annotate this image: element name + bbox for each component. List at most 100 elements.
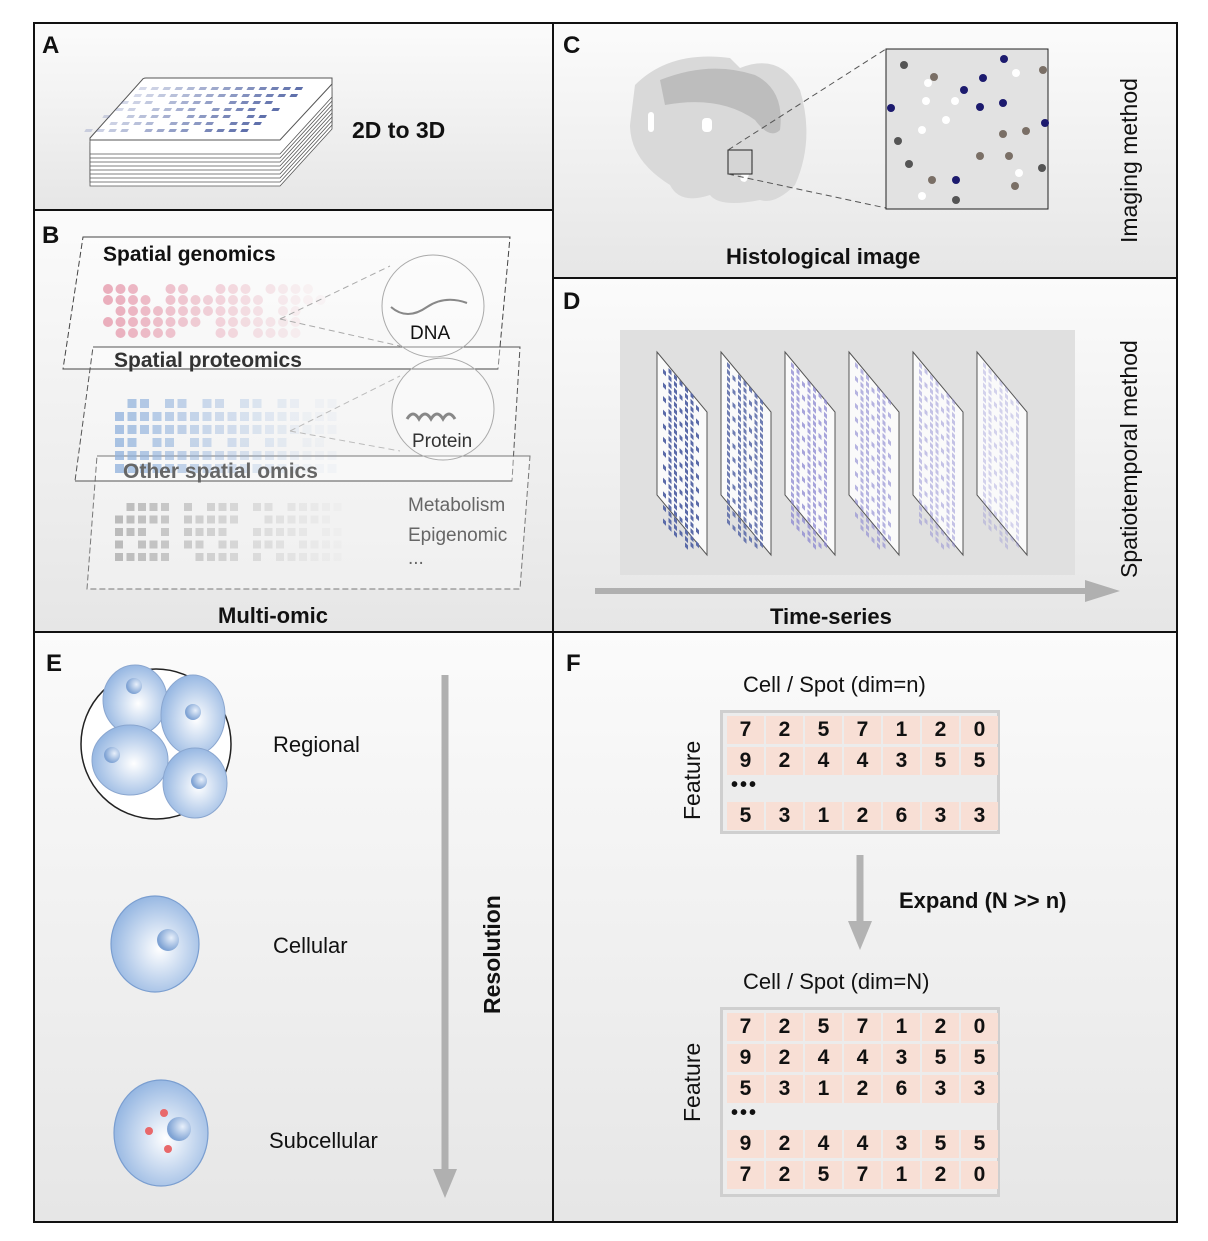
spot [994,401,997,409]
spot [813,440,816,448]
spot [871,495,875,504]
spot [999,488,1003,497]
spot [919,491,922,499]
spot [988,381,992,390]
spot [674,523,677,532]
spot [802,435,805,443]
spot [994,510,997,518]
spot [882,521,886,529]
spot [743,414,747,422]
spot [1005,440,1008,448]
genomic-spot [178,295,188,305]
proteomic-square [227,425,237,434]
matrix-cell: 1 [805,802,842,830]
spot [738,476,741,484]
spot [935,448,939,456]
zoom-line [727,173,887,209]
proteomic-square [127,451,137,460]
proteomic-square [265,451,274,460]
spot [690,446,694,454]
divider-ab [35,209,553,211]
spot [668,442,672,451]
spot [1010,521,1014,529]
proteomic-square [277,425,287,434]
spot [668,524,672,532]
spot [1005,542,1008,550]
proteomic-square [252,412,262,421]
stacked-slices-illustration [84,77,333,187]
spot [877,440,880,448]
spot [952,452,955,460]
other-omics-square [333,528,342,536]
other-omics-square [115,528,123,536]
panel-d-caption: Time-series [770,604,892,629]
spot [732,429,736,437]
spot [668,449,672,458]
spot [871,441,875,449]
spot [754,500,758,509]
spot [743,468,747,476]
spot [760,472,763,481]
spot [888,398,891,406]
spot [679,420,683,429]
other-omics-square [126,515,135,524]
spot [802,421,805,430]
spot [952,398,955,406]
spot [668,415,672,424]
spot [277,94,287,97]
spot [888,438,891,447]
spot [813,426,816,435]
spot [1016,432,1019,440]
spot [690,507,694,516]
spot [919,464,922,472]
spot [796,368,800,376]
spot [807,536,811,544]
genomic-spot [228,284,238,294]
spot [674,516,677,525]
genomic-spot [153,328,163,338]
genomic-spot [128,317,138,327]
level-subcellular: Subcellular [269,1128,378,1153]
spot [743,536,747,544]
spot [813,447,816,455]
spot [727,416,730,424]
spot [271,108,281,111]
spot [824,520,827,528]
spot [690,392,694,400]
spot [668,381,672,390]
spot [994,496,997,504]
spot [743,420,747,429]
spot [668,395,672,403]
panel-b [35,211,553,632]
spot [866,530,869,538]
other-omics-square [207,528,215,536]
spot [674,387,677,396]
spot [749,386,752,394]
spot [145,122,154,125]
spot [696,459,699,467]
spot [743,454,747,463]
spot [1016,486,1019,494]
spot [877,420,880,428]
spot [860,497,864,505]
spot [133,94,143,97]
spot [732,510,736,519]
spot [791,511,794,520]
spot [807,502,811,510]
spot [674,380,677,389]
spot [930,523,933,532]
proteomic-square [327,412,337,421]
spot [871,522,875,531]
spot [813,392,816,401]
spot [860,476,864,485]
spot [1005,488,1008,496]
regional-cell [91,724,169,796]
spot [732,402,736,410]
spot [674,414,677,423]
spot [824,459,827,467]
panel-a-label: 2D to 3D [352,117,446,143]
spot [663,504,666,513]
spot [253,94,263,97]
spot [791,518,794,526]
